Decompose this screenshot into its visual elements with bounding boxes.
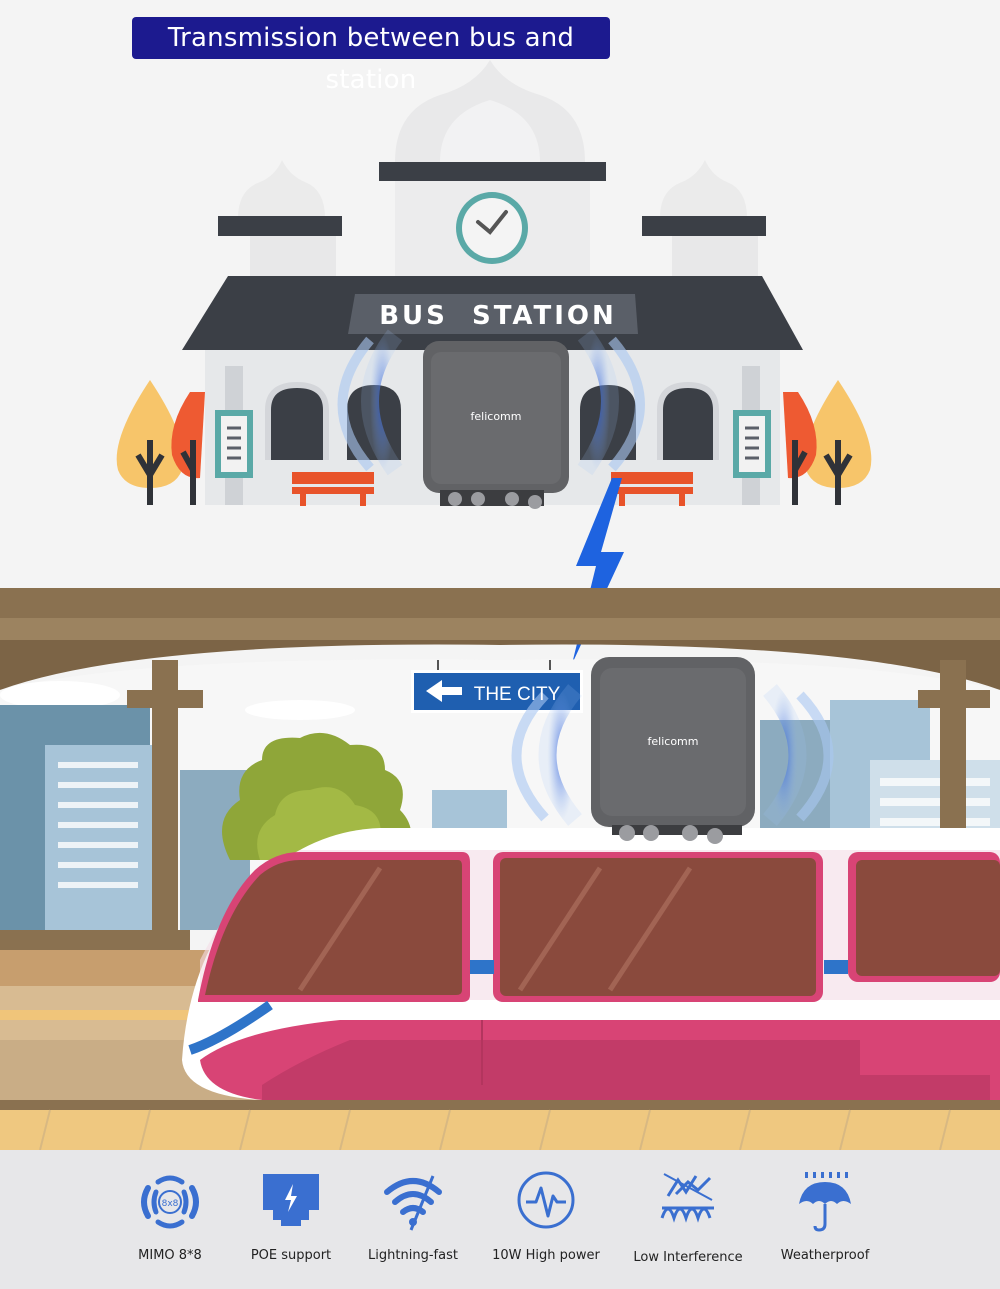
feature-interference: Low Interference <box>618 1150 758 1289</box>
feature-label: POE support <box>250 1248 332 1263</box>
direction-sign-label: THE CITY <box>474 684 561 705</box>
feature-label: Low Interference <box>633 1250 743 1265</box>
overhead-bridge <box>0 588 1000 690</box>
feature-label: Weatherproof <box>780 1248 870 1263</box>
tree-icon <box>783 380 872 505</box>
low-interference-icon <box>660 1173 714 1223</box>
train-access-point <box>591 657 755 844</box>
mimo-8x8-icon: 8x8 <box>141 1175 199 1229</box>
illustration: BUS STATION felicomm THE CITY felicomm <box>0 60 1000 1150</box>
device-brand-label: felicomm <box>471 410 522 423</box>
feature-label: Lightning-fast <box>368 1248 458 1263</box>
feature-label: MIMO 8*8 <box>138 1248 202 1263</box>
device-brand-label: felicomm <box>648 735 699 748</box>
feature-label: 10W High power <box>492 1248 600 1263</box>
signal-waves-icon <box>337 329 645 476</box>
left-arrow-icon <box>426 680 462 702</box>
bus-station-building <box>182 60 803 506</box>
tree-icon <box>116 380 205 505</box>
power-signal-icon <box>517 1171 575 1229</box>
feature-fast: Lightning-fast <box>343 1150 483 1289</box>
feature-list: 8x8 MIMO 8*8 POE support Lightning-fast <box>0 1150 1000 1289</box>
fast-wifi-icon <box>384 1175 442 1231</box>
page-title: Transmission between bus and station <box>132 17 610 95</box>
svg-text:8x8: 8x8 <box>162 1199 179 1209</box>
feature-mimo: 8x8 MIMO 8*8 <box>100 1150 240 1289</box>
station-sign: BUS STATION <box>379 301 617 331</box>
signal-waves-icon <box>511 684 834 826</box>
umbrella-icon <box>799 1172 851 1232</box>
poe-port-icon <box>263 1174 319 1226</box>
cloud <box>0 681 355 720</box>
feature-weatherproof: Weatherproof <box>755 1150 895 1289</box>
feature-poe: POE support <box>221 1150 361 1289</box>
station-access-point <box>423 341 569 509</box>
train <box>182 828 1000 1100</box>
feature-power: 10W High power <box>476 1150 616 1289</box>
